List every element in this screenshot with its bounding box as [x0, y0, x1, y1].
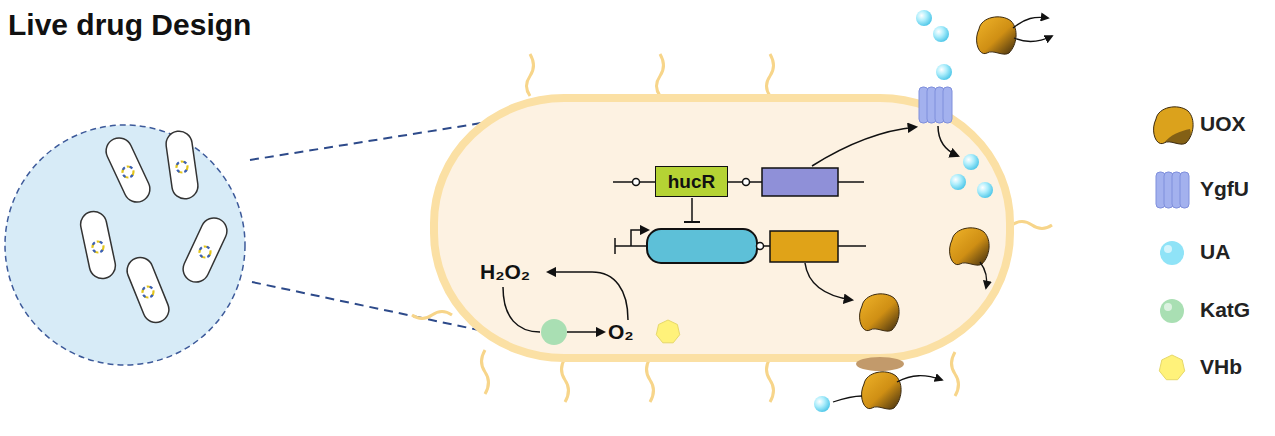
plasmid: [200, 247, 211, 258]
flagellum: [1012, 222, 1052, 229]
katg-enzyme: [541, 319, 567, 345]
chemical-label: H₂O₂: [480, 260, 530, 284]
uox-enzyme: [977, 17, 1017, 54]
rbs-symbol: [633, 179, 640, 186]
plasmid: [177, 162, 188, 173]
expression-arrow: [805, 263, 852, 300]
promoter-box: [647, 229, 757, 263]
legend-label: UA: [1200, 240, 1230, 264]
uric-acid: [916, 10, 932, 26]
plasmid: [123, 167, 134, 178]
plasmid: [143, 287, 154, 298]
gene-box: [762, 168, 838, 196]
transport-arrow: [938, 126, 958, 156]
dna-line: [838, 245, 866, 247]
flagellum: [412, 312, 452, 319]
gene-box: hucR: [655, 166, 728, 197]
uox-enzyme: [862, 372, 902, 409]
bacteria-group: [78, 130, 231, 327]
bacterium: [102, 134, 154, 207]
expression-arrow: [812, 127, 916, 166]
reaction-arrow: [980, 262, 987, 288]
legend-swatch: [1156, 172, 1189, 208]
bacterium: [164, 130, 199, 201]
gene-box: [770, 231, 838, 262]
bacterium: [78, 209, 118, 281]
dna-line: [838, 181, 864, 183]
legend-label: KatG: [1200, 298, 1250, 322]
legend-swatch: [1160, 299, 1184, 323]
plasmid: [93, 242, 104, 253]
reaction-arrow: [833, 396, 862, 402]
legend-label: UOX: [1200, 112, 1246, 136]
plasmid: [200, 247, 211, 258]
reaction-arrow: [1014, 36, 1052, 42]
uric-acid: [936, 64, 952, 80]
uric-acid: [814, 396, 830, 412]
flagellum: [647, 358, 654, 402]
plasmid-group: [93, 162, 211, 298]
flagella-group: [412, 54, 1052, 402]
flagellum: [527, 54, 534, 96]
vhb-protein: [656, 320, 679, 343]
legend-label: YgfU: [1200, 177, 1249, 201]
uric-acid: [950, 174, 966, 190]
flagellum: [767, 358, 774, 402]
bacterium: [123, 254, 173, 327]
gene-name: hucR: [664, 171, 720, 193]
transporter-symbol: [919, 87, 952, 123]
uric-acid: [933, 26, 949, 42]
cycle-arrow: [548, 272, 628, 320]
flagellum: [952, 352, 959, 396]
plasmid: [93, 242, 104, 253]
legend-swatch: [1159, 355, 1184, 380]
cycle-arrow: [503, 287, 540, 332]
flagellum: [482, 350, 489, 394]
uric-acid: [977, 182, 993, 198]
legend-swatch: [1160, 241, 1184, 265]
legend-swatch: [1154, 107, 1194, 144]
bacterium: [179, 214, 231, 287]
flagellum: [562, 358, 569, 402]
reaction-arrow: [897, 376, 942, 382]
uric-acid: [963, 154, 979, 170]
cycle-arrow: [567, 331, 604, 333]
inhibition-bar: [684, 221, 700, 223]
inhibition-line: [691, 198, 693, 222]
membrane-anchor: [856, 357, 904, 371]
legend-label: VHb: [1200, 355, 1242, 379]
zoom-circle: [5, 125, 245, 365]
cell-body: [434, 98, 1010, 358]
plasmid: [143, 287, 154, 298]
reaction-arrow: [1013, 17, 1048, 28]
plasmid: [123, 167, 134, 178]
rbs-symbol: [757, 243, 764, 250]
rbs-symbol: [743, 179, 750, 186]
title: Live drug Design: [8, 8, 251, 42]
chemical-label: O₂: [608, 320, 634, 344]
flagellum: [657, 54, 664, 96]
promoter-arrow: [631, 230, 648, 246]
uox-enzyme: [950, 228, 990, 265]
dna-tick: [614, 238, 616, 254]
plasmid: [177, 162, 188, 173]
uox-enzyme: [860, 294, 900, 331]
flagellum: [767, 54, 774, 96]
